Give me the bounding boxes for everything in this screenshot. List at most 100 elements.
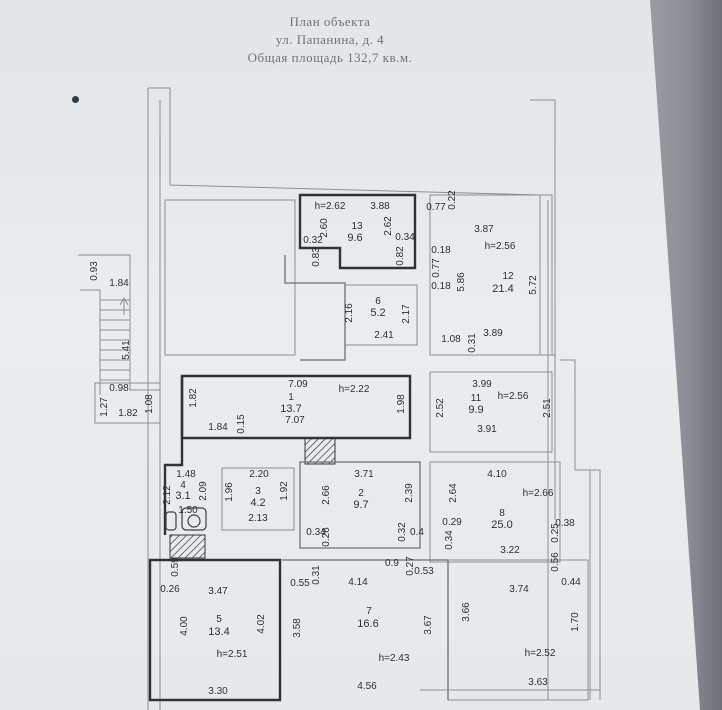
r6-area: 5.2 [370,307,386,319]
r2-area: 9.7 [353,499,369,511]
r7-d-d: 0.53 [414,566,434,577]
r1-number: 1 [288,392,294,403]
r8-dim-top: 4.10 [487,469,507,480]
r1-area: 13.7 [280,403,302,415]
r2-dim-right: 2.39 [404,483,415,503]
r9-dim-right: 1.70 [570,612,581,632]
r4-dim-bottom: 1.50 [178,505,198,516]
r7-dim-bottom: 4.56 [357,681,377,692]
r8-d-c: 0.38 [555,518,575,529]
r12-d-g: 0.31 [467,333,478,353]
r3-number: 3 [255,486,261,497]
r5-d-b: 0.26 [160,584,180,595]
r12-dim-bottom: 3.89 [483,328,503,339]
stairs-d-top: 0.93 [89,261,100,281]
document-address: ул. Папанина, д. 4 [275,32,385,47]
ink-dot [72,96,79,103]
r3-dim-bottom: 2.13 [248,513,268,524]
r3-dim-left: 1.96 [224,482,235,502]
r11-height: h=2.56 [497,391,529,402]
r2-number: 2 [358,488,364,499]
r9-height: h=2.52 [524,648,556,659]
r4-area: 3.1 [175,490,191,502]
r11-area: 9.9 [468,404,484,416]
r9-dim-bottom: 3.63 [528,677,548,688]
r3-area: 4.2 [250,497,266,509]
r12-height: h=2.56 [484,241,516,252]
r4-dim-top: 1.48 [176,469,196,480]
r12-dim-top: 3.87 [474,224,494,235]
r12-number: 12 [502,271,514,282]
r12-dim-right: 5.72 [528,275,539,295]
r7-dim-right: 3.67 [423,615,434,635]
r8-area: 25.0 [491,519,513,531]
r6-number: 6 [375,296,381,307]
r1-dim-right: 1.98 [396,394,407,414]
r12-d-d: 0.77 [431,258,442,278]
r7-area: 16.6 [357,618,379,630]
r7-number: 7 [366,606,372,617]
r11-dim-left: 2.52 [435,398,446,418]
stairs-d-b: 5.41 [121,340,132,360]
r1-height: h=2.22 [338,384,370,395]
r7-height: h=2.43 [378,653,410,664]
r2-d-c: 0.32 [397,522,408,542]
hatched-shaft-upper [304,437,336,465]
r11-dim-right: 2.51 [542,398,553,418]
r2-dim-left: 2.66 [321,485,332,505]
r3-dim-right: 1.92 [279,481,290,501]
document-sheet: План объекта ул. Папанина, д. 4 Общая пл… [0,0,700,710]
r5-area: 13.4 [208,626,230,638]
r13-d-a: 0.32 [303,235,323,246]
r1-dim-bottom-left: 1.84 [208,422,228,433]
r4-dim-right: 2.09 [198,481,209,501]
floor-plan-drawing [78,87,601,710]
stairs-d-d: 1.27 [99,397,110,417]
r12-area: 21.4 [492,283,514,295]
r5-dim-bottom: 3.30 [208,686,228,697]
r12-d-e: 0.18 [431,281,451,292]
r13-d-d: 0.82 [395,246,406,266]
r8-number: 8 [499,508,505,519]
r2-d-b: 0.26 [321,527,332,547]
r7-dim-left: 3.58 [292,618,303,638]
r13-dim-top: 3.88 [370,201,390,212]
r7-d-b: 0.31 [311,565,322,585]
r1-dim-in: 0.15 [236,414,247,434]
r6-dim-right: 2.17 [401,304,412,324]
r2-d-a: 0.34 [306,527,326,538]
r5-dim-top: 3.47 [208,586,228,597]
r5-height: h=2.51 [216,649,248,660]
r4-number: 4 [180,480,186,491]
r1-dim-top: 7.09 [288,379,308,390]
r8-d-a: 0.29 [442,517,462,528]
r13-number: 13 [351,221,363,232]
r1-dim-bottom: 7.07 [285,415,305,426]
r7-dim-top: 4.14 [348,577,368,588]
sanitary-fixtures [165,507,207,531]
r8-d-b: 0.34 [444,530,455,550]
premises-outline [148,193,417,702]
r4-dim-left: 2.12 [162,485,173,505]
r6-dim-left: 2.16 [344,303,355,323]
hatched-shaft-lower [169,534,206,559]
r1-dim-left: 1.82 [188,388,199,408]
r12-d-b: 0.22 [447,190,458,210]
r5-number: 5 [216,614,222,625]
r12-d-c: 0.18 [431,245,451,256]
r13-d-b: 0.34 [395,232,415,243]
r12-d-f: 1.08 [441,334,461,345]
stairs-d-a: 1.84 [109,278,129,289]
r9-dim-left: 3.66 [461,602,472,622]
stair-treads [100,296,130,381]
r13-d-c: 0.83 [311,247,322,267]
stairs-d-e: 1.82 [118,408,138,419]
r13-area: 9.6 [347,232,363,244]
r8-dim-mid: 3.22 [500,545,520,556]
r5-d-a: 0.59 [170,557,181,577]
r11-number: 11 [470,393,482,404]
r6-dim-bottom: 2.41 [374,330,394,341]
r9-d-a: 0.44 [561,577,581,588]
r12-d-a: 0.77 [426,202,446,213]
r2-dim-top: 3.71 [354,469,374,480]
